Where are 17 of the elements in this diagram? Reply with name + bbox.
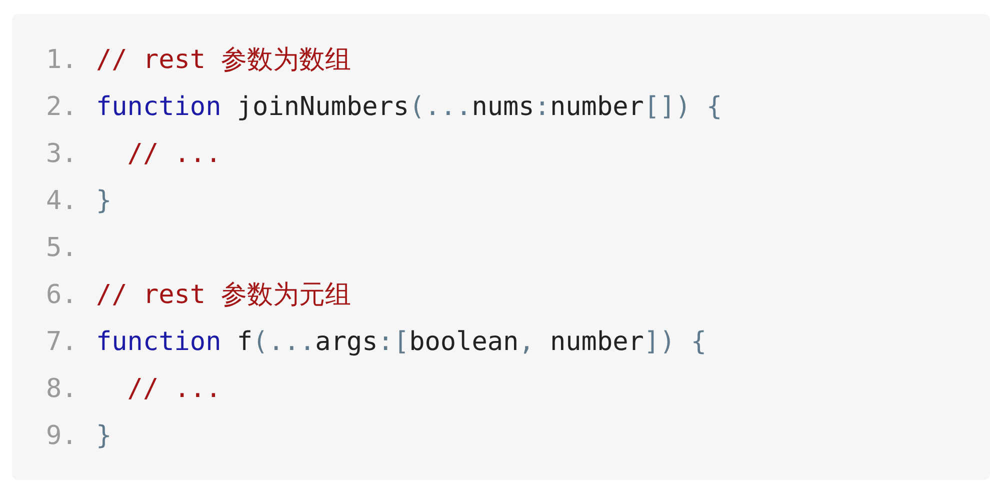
line-number: 3. [46,138,78,170]
code-line: } [96,420,112,452]
code-line: // ... [126,373,222,405]
code-line: // rest 参数为数组 [96,44,352,76]
line-number: 9. [46,420,78,452]
code-line: function joinNumbers(...nums:number[]) { [96,91,722,123]
line-number: 4. [46,185,78,217]
line-number: 1. [46,44,78,76]
line-number: 6. [46,279,78,311]
line-number: 5. [46,232,78,264]
line-number: 8. [46,373,78,405]
code-line: // rest 参数为元组 [96,279,352,311]
code-line: } [96,185,112,217]
code-line: // ... [126,138,222,170]
line-number: 7. [46,326,78,358]
code-line: function f(...args:[boolean, number]) { [96,326,707,358]
line-number: 2. [46,91,78,123]
